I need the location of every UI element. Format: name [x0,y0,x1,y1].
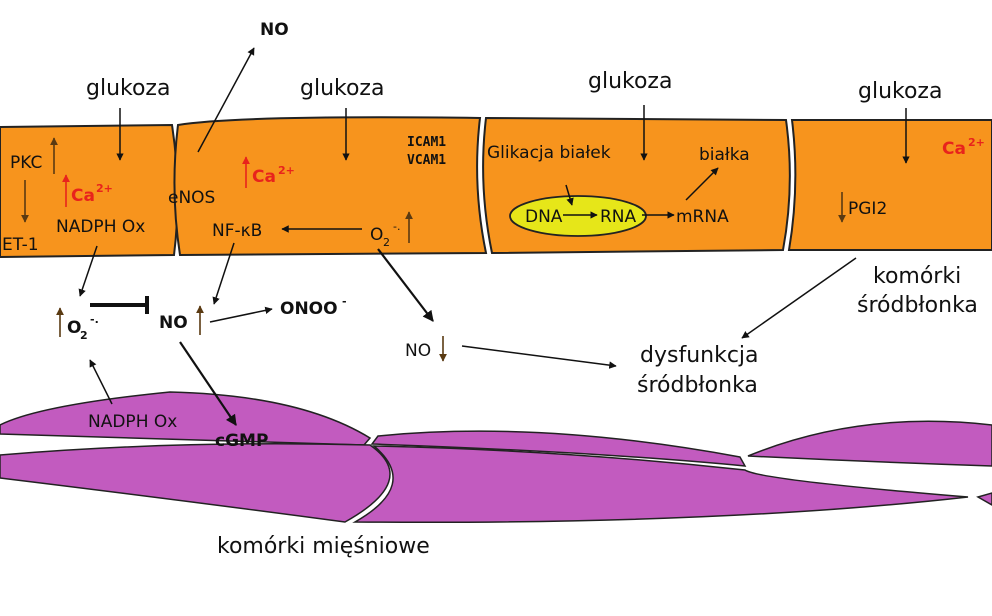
label-bialka: białka [699,145,750,165]
label-dna: DNA [525,207,563,227]
muscle-cell-3 [370,430,747,467]
label-glukoza-2: glukoza [300,76,384,101]
arrow-enos-to-no [197,47,255,153]
label-rna: RNA [600,207,637,227]
label-komorki-srodblonka-2: śródbłonka [857,293,978,318]
label-cgmp: cGMP [215,431,268,451]
label-mrna: mRNA [676,207,729,227]
label-ca-2-sup: 2+ [278,164,295,177]
arrow-pgi2-to-dysfunkcja [741,257,857,339]
label-nadph-ox-muscle: NADPH Ox [88,412,177,432]
label-onoo: ONOO [280,299,338,319]
endothelial-cell-2 [173,116,488,257]
label-ca-3-sup: 2+ [968,136,985,149]
label-enos: eNOS [168,188,215,208]
label-o2-cell-sub: 2 [383,236,390,249]
label-komorki-miesniowe: komórki mięśniowe [217,534,430,559]
label-nfkb: NF-κB [212,221,262,241]
arrow-nadph-to-o2 [78,245,98,297]
muscle-cell-4 [352,445,969,524]
muscle-cell-2 [0,443,391,523]
arrow-nadph-muscle-to-o2 [89,359,113,405]
muscle-cell-1 [0,391,372,446]
label-o2-free-sub: 2 [80,329,88,342]
muscle-cell-6 [976,492,992,506]
label-o2-cell: O [370,225,383,245]
arrow-nfkb-to-no [212,242,235,305]
label-no-mid: NO [159,313,188,333]
arrow-no-to-dysfunkcja [461,345,617,369]
label-ca-1: Ca [71,186,95,206]
label-dysfunkcja-2: śródbłonka [637,373,758,398]
label-komorki-srodblonka-1: komórki [873,264,961,289]
label-glukoza-1: glukoza [86,76,170,101]
label-icam1: ICAM1 [407,135,446,150]
label-no-low: NO [405,341,431,361]
arrow-glikacja-to-dna [565,184,574,206]
label-o2-free: O [67,318,81,338]
label-o2-free-sup: -. [90,313,99,326]
label-glukoza-4: glukoza [858,79,942,104]
nucleus-ellipse [509,195,647,237]
label-o2-cell-sup: -. [393,220,400,233]
muscle-cell-5 [747,420,992,467]
arrow-no-to-cgmp [179,341,237,426]
endothelial-cell-3 [482,116,791,255]
label-glikacja: Glikacja białek [487,143,611,163]
label-onoo-sup: - [342,295,347,308]
label-ca-3: Ca [942,139,966,159]
label-pgi2: PGI2 [848,199,887,219]
label-glukoza-3: glukoza [588,69,672,94]
label-dysfunkcja-1: dysfunkcja [640,343,759,368]
arrow-mrna-to-bialka [685,167,719,201]
label-ca-2: Ca [252,167,276,187]
label-no-top: NO [260,20,289,40]
label-et1: ET-1 [2,235,39,255]
label-pkc: PKC [10,153,42,173]
label-vcam1: VCAM1 [407,153,446,168]
arrow-o2-to-no-low [377,248,434,322]
arrow-no-to-onoo [209,306,273,323]
label-ca-1-sup: 2+ [96,182,113,195]
label-nadph-ox-cell: NADPH Ox [56,217,145,237]
